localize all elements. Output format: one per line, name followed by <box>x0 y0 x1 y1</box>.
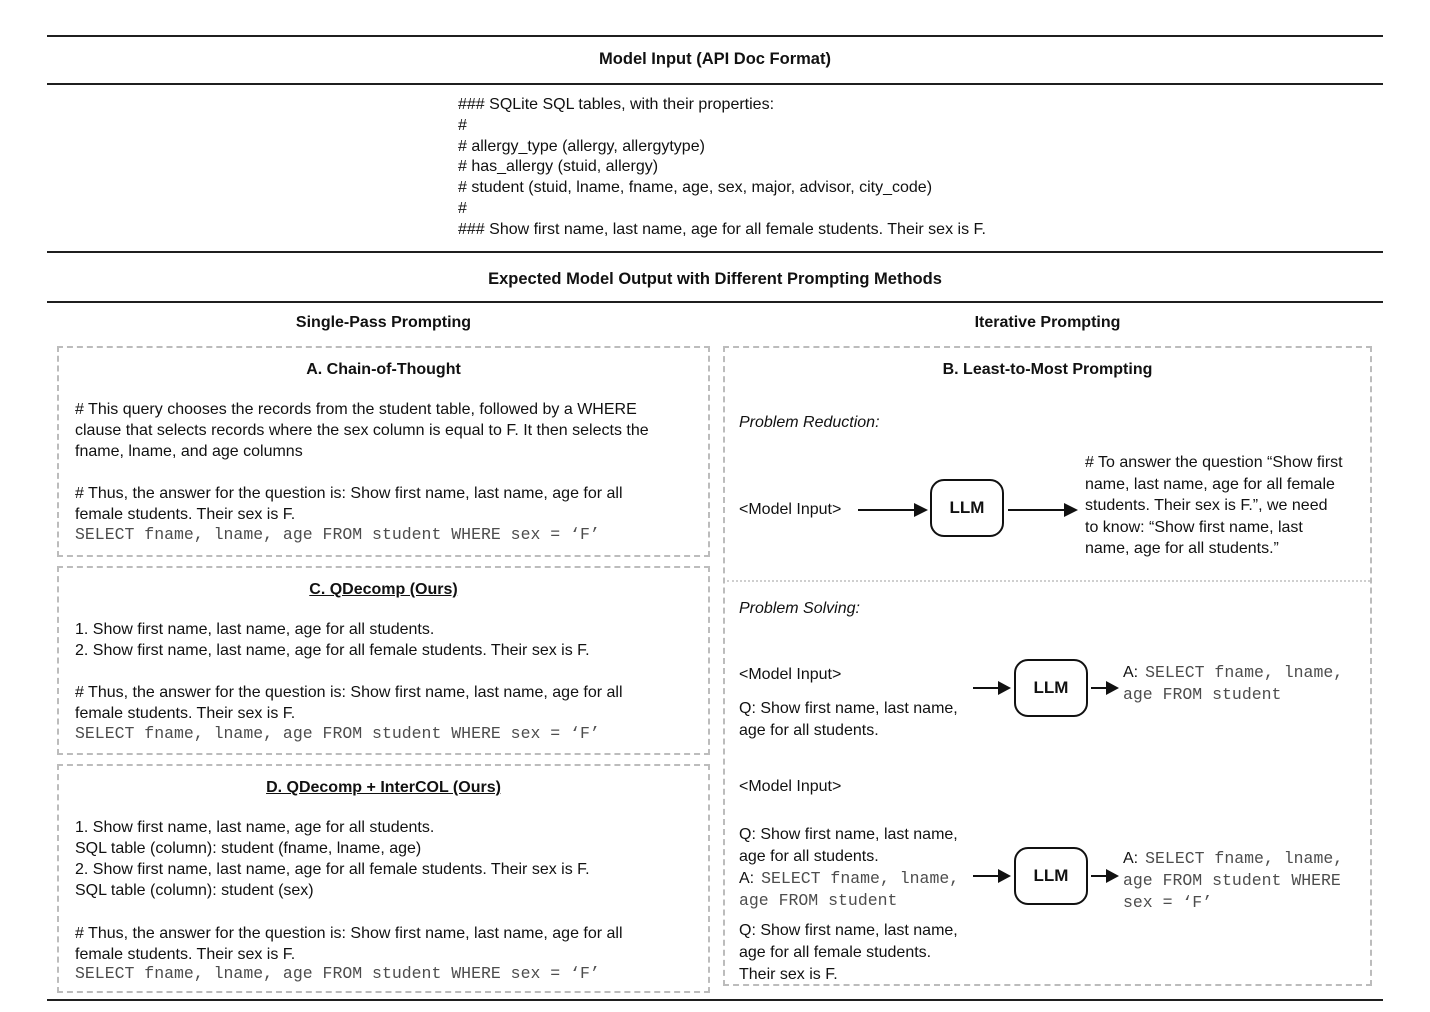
schema-line: # allergy_type (allergy, allergytype) <box>458 137 705 155</box>
text-line: Q: Show first name, last name, <box>739 922 958 939</box>
solve1-answer: A: SELECT fname, lname, age FROM student <box>1123 662 1343 706</box>
text-line: students. Their sex is F.”, we need <box>1085 497 1328 514</box>
model-input-tag: <Model Input> <box>739 501 842 518</box>
text-line: 1. Show first name, last name, age for a… <box>75 819 435 836</box>
text-line: # This query chooses the records from th… <box>75 401 637 418</box>
box-c-sql: SELECT fname, lname, age FROM student WH… <box>75 724 600 743</box>
solve2-answer: A: SELECT fname, lname, age FROM student … <box>1123 848 1343 914</box>
text-line: A: SELECT fname, lname, <box>1123 662 1343 684</box>
arrow-right-icon <box>858 503 928 517</box>
box-c-steps: 1. Show first name, last name, age for a… <box>75 619 590 661</box>
text-line: SQL table (column): student (fname, lnam… <box>75 840 422 857</box>
arrow-right-icon <box>1091 869 1119 883</box>
text-line: # Thus, the answer for the question is: … <box>75 925 623 942</box>
text-line: 2. Show first name, last name, age for a… <box>75 861 590 878</box>
text-line: name, last name, age for all female <box>1085 475 1335 493</box>
text-line: age for all students. <box>739 722 879 739</box>
text-line: # Thus, the answer for the question is: … <box>75 684 623 701</box>
llm-node: LLM <box>1014 847 1088 905</box>
model-input-text-block: ### SQLite SQL tables, with their proper… <box>458 95 986 241</box>
answer-label: A: <box>1123 850 1139 867</box>
sql-code: SELECT fname, lname, <box>761 869 960 888</box>
arrow-right-icon <box>973 681 1011 695</box>
text-line: female students. Their sex is F. <box>75 705 296 722</box>
llm-node: LLM <box>1014 659 1088 717</box>
right-column-header: Iterative Prompting <box>974 314 1121 331</box>
text-line: Their sex is F. <box>739 966 838 983</box>
problem-solving-label: Problem Solving: <box>739 600 860 617</box>
text-line: A: SELECT fname, lname, <box>739 868 959 890</box>
model-input-tag: <Model Input> <box>739 666 842 683</box>
text-line: female students. Their sex is F. <box>75 506 296 523</box>
schema-line: # <box>458 116 467 134</box>
text-line: SQL table (column): student (sex) <box>75 882 314 899</box>
reduction-output-text: # To answer the question “Show first nam… <box>1085 452 1343 560</box>
text-line: to know: “Show first name, last <box>1085 518 1303 536</box>
text-line: age for all students. <box>739 848 879 865</box>
schema-line: # has_allergy (stuid, allergy) <box>458 158 659 176</box>
solve1-question: Q: Show first name, last name, age for a… <box>739 698 958 742</box>
schema-line: # <box>458 199 467 217</box>
schema-line: # student (stuid, lname, fname, age, sex… <box>458 179 933 197</box>
sql-code: SELECT fname, lname, <box>1145 849 1344 868</box>
model-input-title: Model Input (API Doc Format) <box>599 50 831 68</box>
text-line: age for all female students. <box>739 944 932 961</box>
bottom-rule <box>47 999 1383 1001</box>
model-input-divider-rule <box>47 83 1383 85</box>
box-a-answer-comment: # Thus, the answer for the question is: … <box>75 483 623 525</box>
text-line: clause that selects records where the se… <box>75 422 649 439</box>
arrow-right-icon <box>973 869 1011 883</box>
top-rule <box>47 35 1383 37</box>
text-line: female students. Their sex is F. <box>75 946 296 963</box>
text-line: # Thus, the answer for the question is: … <box>75 485 623 502</box>
text-line: 2. Show first name, last name, age for a… <box>75 642 590 659</box>
box-chain-of-thought: A. Chain-of-Thought # This query chooses… <box>57 346 710 557</box>
sql-code: age FROM student <box>1123 685 1282 704</box>
schema-line: ### Show first name, last name, age for … <box>458 220 986 238</box>
text-line: fname, lname, and age columns <box>75 443 303 460</box>
box-d-sql: SELECT fname, lname, age FROM student WH… <box>75 964 600 983</box>
box-a-sql: SELECT fname, lname, age FROM student WH… <box>75 525 600 544</box>
text-line: 1. Show first name, last name, age for a… <box>75 621 435 638</box>
output-header-top-rule <box>47 251 1383 253</box>
text-line: # To answer the question “Show first <box>1085 454 1343 471</box>
box-d-answer-comment: # Thus, the answer for the question is: … <box>75 923 623 965</box>
solve2-context: Q: Show first name, last name, age for a… <box>739 824 959 912</box>
llm-node: LLM <box>930 479 1004 537</box>
box-qdecomp: C. QDecomp (Ours) 1. Show first name, la… <box>57 566 710 755</box>
box-a-reasoning: # This query chooses the records from th… <box>75 399 649 462</box>
arrow-right-icon <box>1091 681 1119 695</box>
box-c-answer-comment: # Thus, the answer for the question is: … <box>75 682 623 724</box>
output-header-title: Expected Model Output with Different Pro… <box>488 270 942 288</box>
box-c-title: C. QDecomp (Ours) <box>309 581 458 598</box>
box-d-steps: 1. Show first name, last name, age for a… <box>75 817 590 901</box>
box-least-to-most: B. Least-to-Most Prompting Problem Reduc… <box>723 346 1372 986</box>
box-qdecomp-intercol: D. QDecomp + InterCOL (Ours) 1. Show fir… <box>57 764 710 993</box>
text-line: name, age for all students.” <box>1085 540 1279 557</box>
solve2-question2: Q: Show first name, last name, age for a… <box>739 920 958 986</box>
model-input-tag: <Model Input> <box>739 778 842 795</box>
schema-line: ### SQLite SQL tables, with their proper… <box>458 96 775 113</box>
answer-label: A: <box>1123 664 1139 681</box>
box-b-title: B. Least-to-Most Prompting <box>942 361 1153 378</box>
text-line: Q: Show first name, last name, <box>739 826 958 843</box>
sql-code: SELECT fname, lname, <box>1145 663 1344 682</box>
arrow-right-icon <box>1008 503 1078 517</box>
section-divider <box>727 580 1370 582</box>
text-line: A: SELECT fname, lname, <box>1123 848 1343 870</box>
answer-label: A: <box>739 870 755 887</box>
sql-code: age FROM student WHERE <box>1123 871 1341 890</box>
left-column-header: Single-Pass Prompting <box>295 314 472 331</box>
problem-reduction-label: Problem Reduction: <box>739 414 880 431</box>
output-header-bottom-rule <box>47 301 1383 303</box>
box-d-title: D. QDecomp + InterCOL (Ours) <box>266 779 501 796</box>
sql-code: sex = ‘F’ <box>1123 893 1213 912</box>
text-line: Q: Show first name, last name, <box>739 700 958 717</box>
box-a-title: A. Chain-of-Thought <box>306 361 461 378</box>
sql-code: age FROM student <box>739 891 898 910</box>
